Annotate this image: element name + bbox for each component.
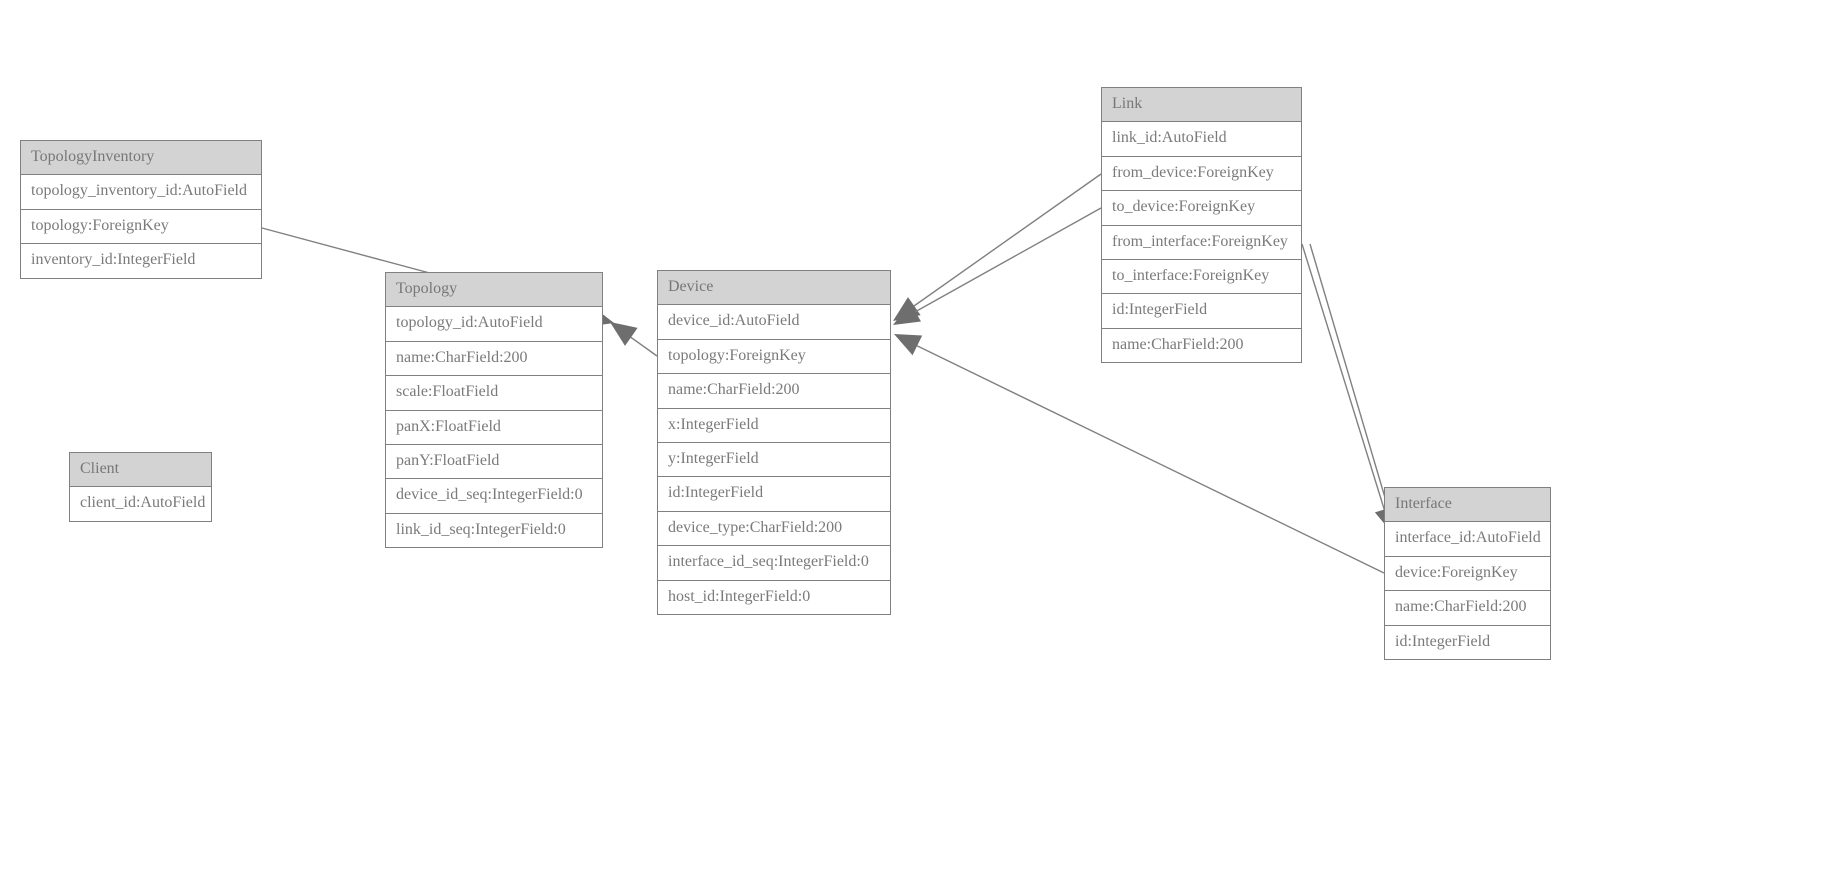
entity-title-topology: Topology xyxy=(386,273,602,308)
entity-field-device-0: device_id:AutoField xyxy=(658,305,890,340)
entity-client[interactable]: Client client_id:AutoField xyxy=(69,452,212,522)
rel-link-fromdevice-device-line xyxy=(896,173,1102,319)
entity-field-device-6: device_type:CharField:200 xyxy=(658,512,890,547)
rel-link-todevice-device xyxy=(893,207,1102,325)
entity-field-interface-1: device:ForeignKey xyxy=(1385,557,1550,592)
rel-interface-device-line xyxy=(898,336,1385,574)
entity-field-interface-2: name:CharField:200 xyxy=(1385,591,1550,626)
entity-field-device-5: id:IntegerField xyxy=(658,477,890,512)
entity-field-topology-1: name:CharField:200 xyxy=(386,342,602,377)
entity-field-device-3: x:IntegerField xyxy=(658,409,890,443)
entity-field-link-3: from_interface:ForeignKey xyxy=(1102,226,1301,260)
entity-field-topology-3: panX:FloatField xyxy=(386,411,602,445)
rel-link-tointerface-interface-line xyxy=(1309,243,1395,529)
entity-field-topology_inventory-1: topology:ForeignKey xyxy=(21,210,261,245)
rel-link-todevice-device-line xyxy=(896,207,1102,323)
entity-title-client: Client xyxy=(70,453,211,488)
rel-link-frominterface-interface-line xyxy=(1301,243,1391,529)
entity-field-link-5: id:IntegerField xyxy=(1102,294,1301,329)
entity-title-device: Device xyxy=(658,271,890,306)
entity-title-link: Link xyxy=(1102,88,1301,123)
entity-field-link-0: link_id:AutoField xyxy=(1102,122,1301,157)
entity-field-topology_inventory-2: inventory_id:IntegerField xyxy=(31,251,196,269)
rel-device-topology xyxy=(610,322,658,357)
entity-field-device-1: topology:ForeignKey xyxy=(658,340,890,375)
entity-field-topology-4: panY:FloatField xyxy=(386,445,602,480)
entity-field-device-8: host_id:IntegerField:0 xyxy=(668,587,811,605)
entity-field-client-0: client_id:AutoField xyxy=(80,494,206,512)
rel-interface-device-arrowhead xyxy=(894,334,923,356)
entity-title-topology_inventory: TopologyInventory xyxy=(21,141,261,176)
entity-field-interface-3: id:IntegerField xyxy=(1395,632,1491,650)
entity-title-interface: Interface xyxy=(1385,488,1550,523)
entity-field-link-1: from_device:ForeignKey xyxy=(1102,157,1301,192)
entity-field-topology_inventory-0: topology_inventory_id:AutoField xyxy=(21,175,261,210)
entity-field-link-6: name:CharField:200 xyxy=(1112,335,1244,353)
rel-device-topology-arrowhead xyxy=(610,322,638,346)
entity-field-interface-0: interface_id:AutoField xyxy=(1385,522,1550,557)
entity-field-topology-0: topology_id:AutoField xyxy=(386,307,602,342)
rel-device-topology-line xyxy=(614,325,658,357)
entity-field-link-4: to_interface:ForeignKey xyxy=(1102,260,1301,295)
rel-link-fromdevice-device-arrowhead xyxy=(893,297,921,321)
entity-field-device-2: name:CharField:200 xyxy=(658,374,890,409)
entity-field-link-2: to_device:ForeignKey xyxy=(1102,191,1301,226)
entity-field-topology-5: device_id_seq:IntegerField:0 xyxy=(386,479,602,514)
entity-field-device-7: interface_id_seq:IntegerField:0 xyxy=(658,546,890,581)
entity-field-topology-6: link_id_seq:IntegerField:0 xyxy=(396,520,566,538)
entity-field-device-4: y:IntegerField xyxy=(658,443,890,478)
rel-link-todevice-device-arrowhead xyxy=(893,302,922,325)
rel-link-fromdevice-device xyxy=(893,173,1102,321)
entity-field-topology-2: scale:FloatField xyxy=(386,376,602,411)
